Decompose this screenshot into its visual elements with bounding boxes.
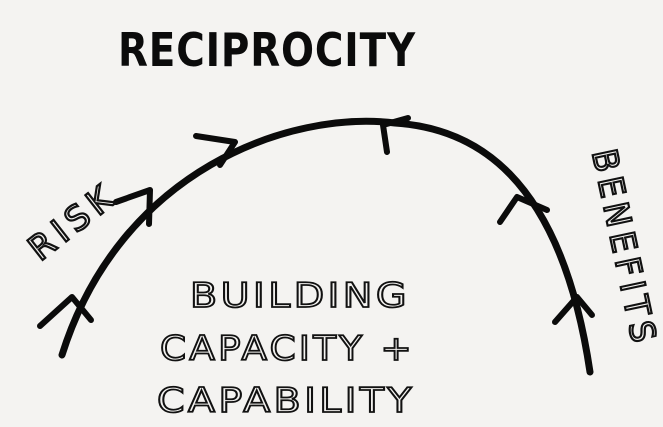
center-line-capability: CAPABILITY <box>157 381 415 421</box>
arrowhead-right-1 <box>497 194 550 225</box>
arrowhead-left-3 <box>193 133 238 168</box>
center-line-capacity: CAPACITY + <box>160 329 415 369</box>
arrowhead-left-1 <box>37 294 94 329</box>
arrowhead-left-2 <box>113 187 153 227</box>
center-text-block: BUILDING CAPACITY + CAPABILITY <box>156 275 415 422</box>
arrowhead-right-2 <box>552 294 595 325</box>
arc-arrowheads <box>37 115 595 329</box>
benefits-label: BENEFITS <box>583 146 663 352</box>
center-line-building: BUILDING <box>190 276 410 316</box>
arrowhead-top-right <box>380 115 411 155</box>
diagram-title: RECIPROCITY <box>118 23 416 77</box>
